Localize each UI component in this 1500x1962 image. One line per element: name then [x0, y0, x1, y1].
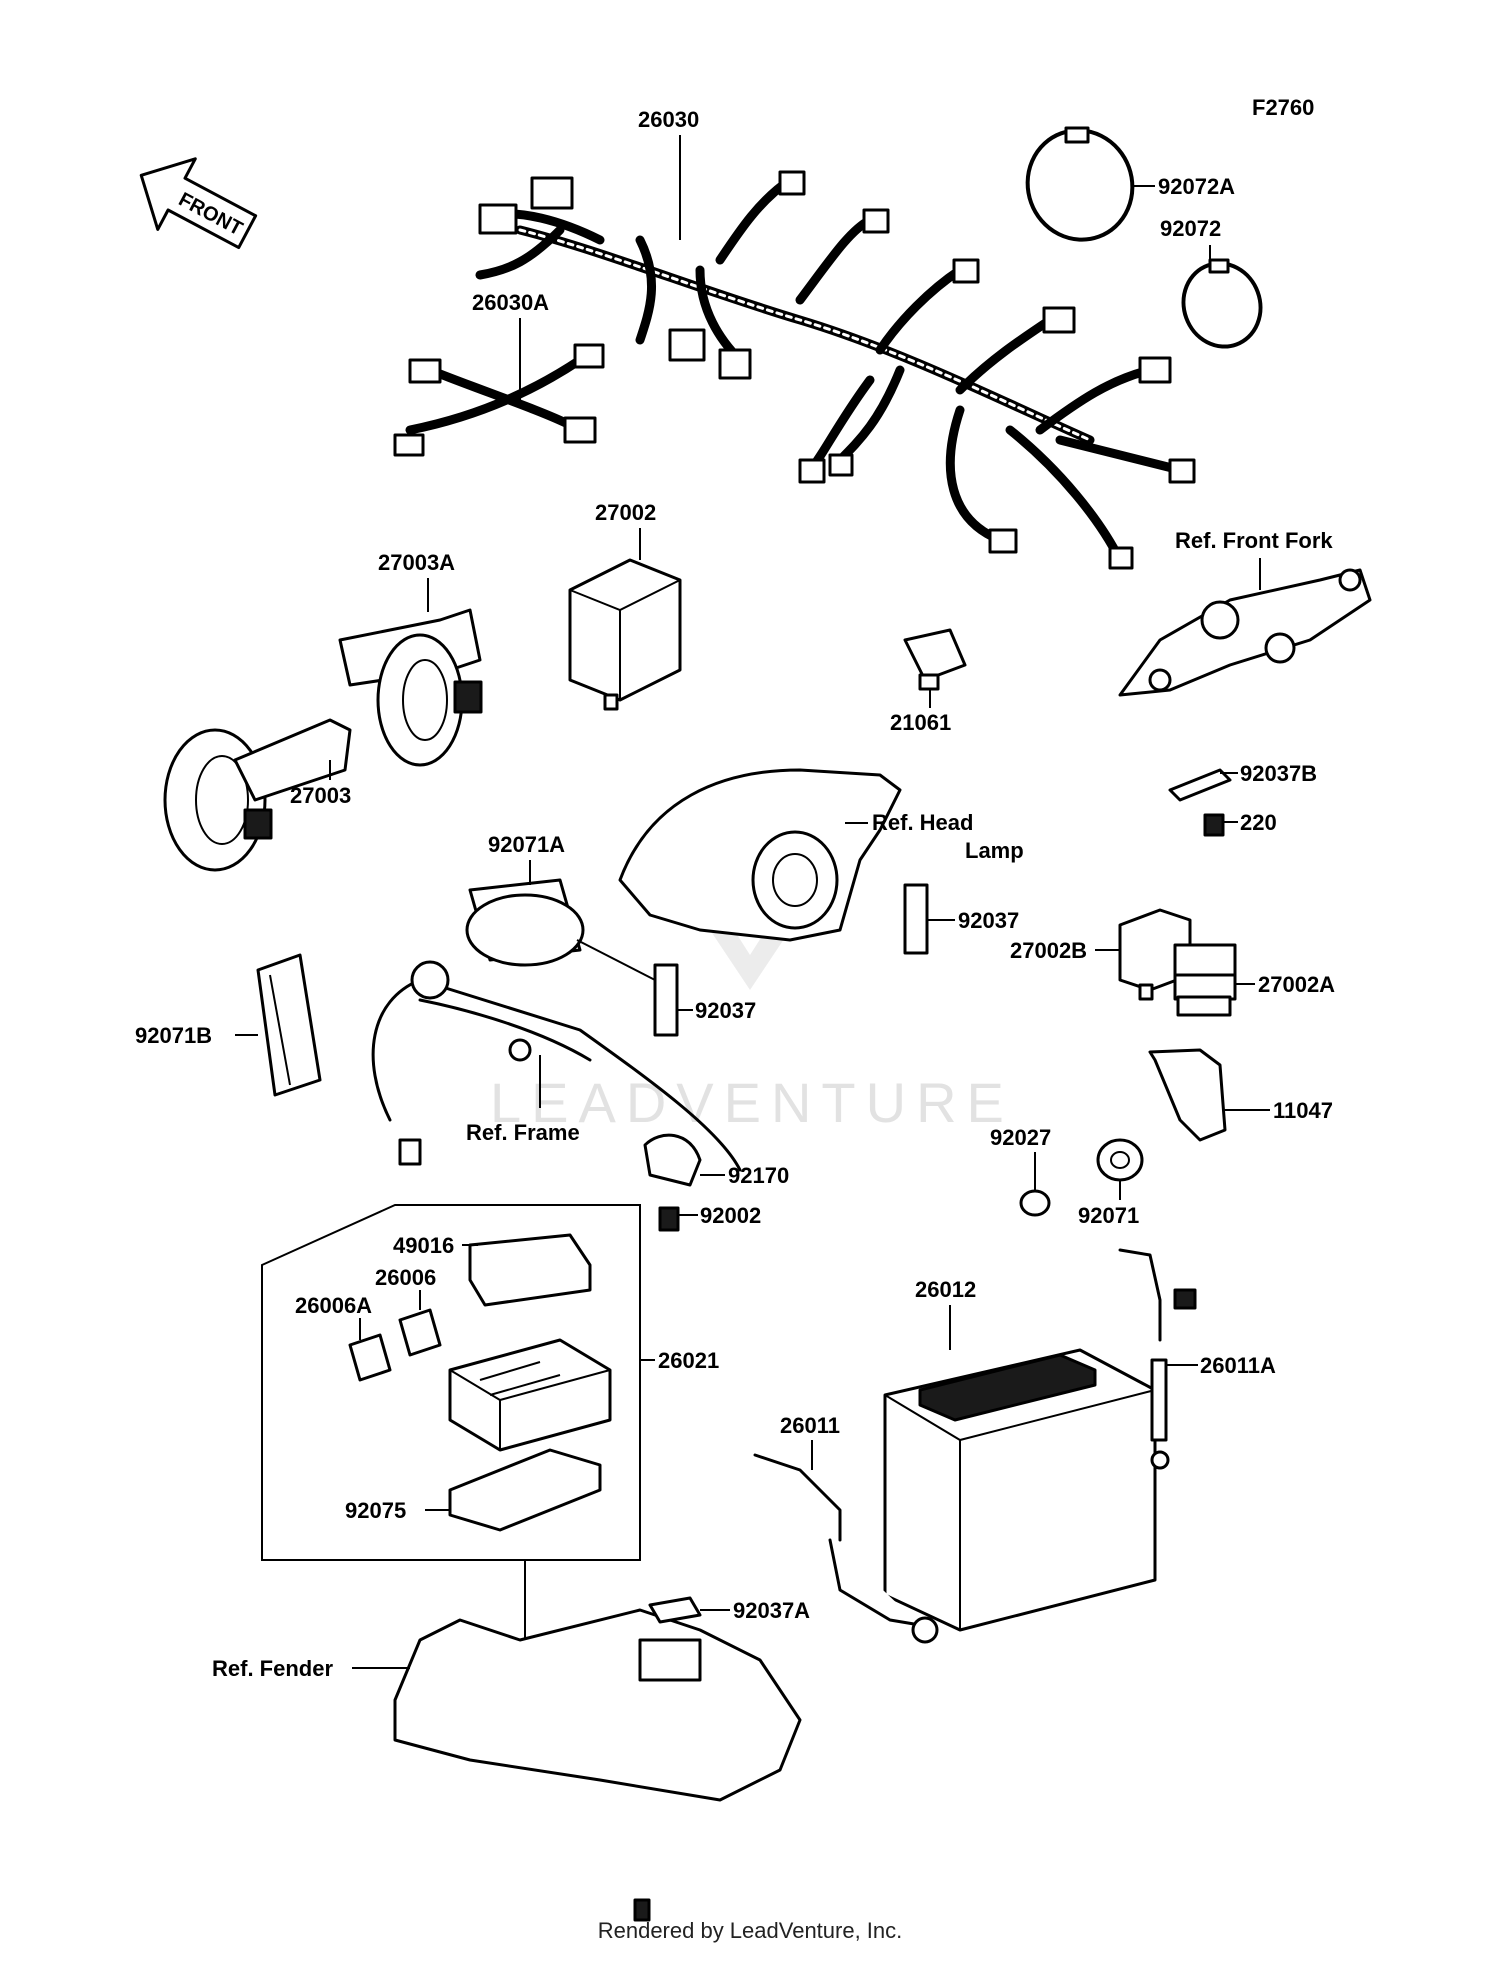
- rear-fender: [393, 1560, 802, 1922]
- label-92002: 92002: [700, 1203, 761, 1228]
- label-26021: 26021: [658, 1348, 719, 1373]
- label-220: 220: [1240, 810, 1277, 835]
- front-arrow-icon: FRONT: [139, 157, 258, 250]
- watermark-text: LEADVENTURE: [490, 1071, 1014, 1134]
- label-26030: 26030: [638, 107, 699, 132]
- label-92072: 92072: [1160, 216, 1221, 241]
- relay-27002A: [1173, 943, 1237, 1017]
- label-27003: 27003: [290, 783, 351, 808]
- label-27002B: 27002B: [1010, 938, 1087, 963]
- label-92071A: 92071A: [488, 832, 565, 857]
- ref-fender: Ref. Fender: [212, 1656, 333, 1681]
- connector-21061: [903, 628, 967, 691]
- label-26006A: 26006A: [295, 1293, 372, 1318]
- footer-credit: Rendered by LeadVenture, Inc.: [597, 1918, 903, 1943]
- label-27002: 27002: [595, 500, 656, 525]
- horn-front: [163, 718, 352, 872]
- washer-92027: [1019, 1189, 1051, 1217]
- label-49016: 49016: [393, 1233, 454, 1258]
- label-92037-upper: 92037: [958, 908, 1019, 933]
- label-26012: 26012: [915, 1277, 976, 1302]
- fuse-26006: [398, 1308, 442, 1357]
- label-26011A: 26011A: [1200, 1353, 1276, 1378]
- label-27002A: 27002A: [1258, 972, 1335, 997]
- label-92072A: 92072A: [1158, 174, 1235, 199]
- label-92037B: 92037B: [1240, 761, 1317, 786]
- label-92170: 92170: [728, 1163, 789, 1188]
- label-11047: 11047: [1273, 1098, 1333, 1123]
- label-92071: 92071: [1078, 1203, 1139, 1228]
- grommet-92071A: [465, 878, 585, 967]
- label-92037-lower: 92037: [695, 998, 756, 1023]
- cover-92075: [448, 1448, 602, 1532]
- battery-26012: [883, 1348, 1157, 1632]
- label-92075: 92075: [345, 1498, 406, 1523]
- clamp-92170: [643, 1133, 702, 1187]
- label-92071B: 92071B: [135, 1023, 212, 1048]
- ref-head-lamp-2: Lamp: [965, 838, 1024, 863]
- ref-frame: Ref. Frame: [466, 1120, 580, 1145]
- strap-92037-upper: [903, 883, 929, 955]
- label-27003A: 27003A: [378, 550, 455, 575]
- label-26006: 26006: [375, 1265, 436, 1290]
- horn-rear: [338, 608, 483, 767]
- bolt-92002: [658, 1206, 680, 1232]
- sub-harness: [393, 343, 605, 457]
- junction-box-outline: [261, 1204, 641, 1561]
- grommet-92071: [1096, 1138, 1144, 1182]
- cable-26011A: [1118, 1248, 1197, 1470]
- strap-92037-lower: [653, 963, 679, 1037]
- cover-92071B: [256, 953, 322, 1097]
- label-21061: 21061: [890, 710, 951, 735]
- bracket-11047: [1148, 1048, 1227, 1142]
- relay-box: [568, 558, 682, 711]
- cover-49016: [468, 1233, 592, 1307]
- ref-front-fork: Ref. Front Fork: [1175, 528, 1333, 553]
- clip-92037A: [648, 1596, 702, 1624]
- head-lamp: [618, 768, 902, 942]
- front-fork: [1118, 568, 1372, 697]
- label-26030A: 26030A: [472, 290, 549, 315]
- wiring-harness: [475, 170, 1196, 570]
- cable-26011: [753, 1453, 939, 1644]
- fuse-26006A: [348, 1333, 392, 1382]
- diagram-code: F2760: [1252, 95, 1314, 120]
- label-26011: 26011: [780, 1413, 840, 1438]
- ref-head-lamp-1: Ref. Head: [872, 810, 973, 835]
- screw-220: [1203, 813, 1225, 837]
- junction-box-26021: [448, 1338, 612, 1452]
- label-92037A: 92037A: [733, 1598, 810, 1623]
- frame: [371, 960, 742, 1172]
- clip-92037B: [1168, 768, 1232, 802]
- label-92027: 92027: [990, 1125, 1051, 1150]
